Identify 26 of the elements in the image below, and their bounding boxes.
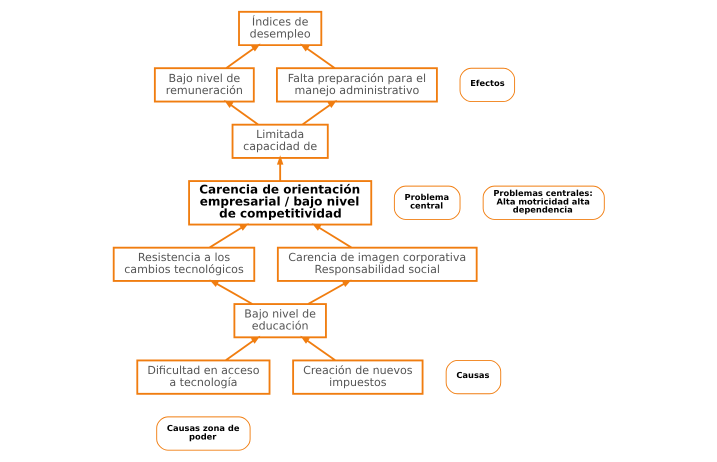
- arrow: [208, 223, 248, 248]
- node-box: Resistencia a los cambios tecnológicos: [112, 246, 255, 282]
- node-box: Problemas centrales: Alta motricidad alta dependencia: [482, 186, 604, 220]
- node-box: Bajo nivel de remuneración: [153, 67, 254, 102]
- arrow: [307, 280, 352, 305]
- arrow: [223, 100, 258, 126]
- arrow: [208, 280, 252, 305]
- node-box: Creación de nuevos impuestos: [292, 360, 423, 395]
- arrow: [225, 44, 260, 69]
- arrow: [224, 336, 260, 362]
- node-box: Carencia de orientación empresarial / bajo nivel de competitividad: [188, 180, 372, 226]
- node-box: Índices de desempleo: [238, 10, 322, 46]
- node-box: Carencia de imagen corporativa Responsabilidad social: [276, 246, 478, 282]
- node-box: Efectos: [459, 68, 515, 102]
- node-box: Falta preparación para el manejo administrativo: [276, 67, 438, 102]
- node-box: Causas: [445, 360, 501, 394]
- arrow: [300, 44, 335, 69]
- node-box: Bajo nivel de educación: [232, 303, 326, 338]
- node-box: Dificultad en acceso a tecnología: [136, 360, 270, 395]
- node-box: Problema central: [393, 186, 460, 220]
- arrow: [311, 223, 352, 248]
- arrow: [301, 100, 337, 126]
- node-box: Limitada capacidad de: [231, 124, 328, 159]
- arrow: [276, 155, 283, 181]
- arrow: [300, 336, 336, 362]
- node-box: Causas zona de poder: [156, 416, 250, 451]
